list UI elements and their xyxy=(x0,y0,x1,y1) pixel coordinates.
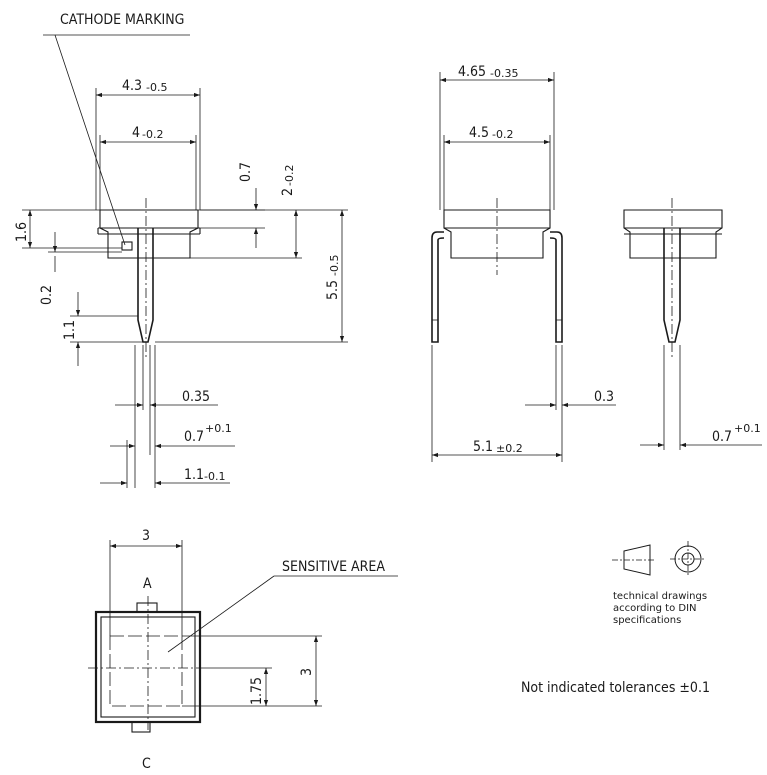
pin-0-7-value: 0.7 xyxy=(184,429,204,445)
dim-5-5-tol: -0.5 xyxy=(328,255,341,276)
top-view: A C 3 SENSITIVE AREA 3 1.75 xyxy=(88,528,398,772)
dim-2-tol: -0.2 xyxy=(283,165,296,186)
front-dim-4-5-value: 4.5 xyxy=(469,125,489,141)
front-lead-0-3-value: 0.3 xyxy=(594,389,614,405)
truncated-cone-icon xyxy=(623,544,651,576)
pin-0-7-tol: +0.1 xyxy=(205,422,232,435)
dim-1-1-value: 1.1 xyxy=(62,320,78,340)
dim-4-tol: -0.2 xyxy=(142,128,163,141)
front-lead-left xyxy=(431,231,445,343)
dim-4-value: 4 xyxy=(132,125,140,141)
sensitive-area-label: SENSITIVE AREA xyxy=(282,559,385,575)
dim-0-7-value: 0.7 xyxy=(238,162,254,182)
dim-0-2-value: 0.2 xyxy=(39,285,55,305)
cathode-notch xyxy=(121,241,133,251)
front-dim-4-65-value: 4.65 xyxy=(458,64,486,80)
pin-1-1-tol: -0.1 xyxy=(204,470,225,483)
sensitive-area-leader xyxy=(167,575,275,653)
front-dim-4-65-tol: -0.35 xyxy=(490,67,518,80)
front-dim-4-5-tol: -0.2 xyxy=(492,128,513,141)
end-lead-0-7-tol: +0.1 xyxy=(734,422,761,435)
pin-0-35-value: 0.35 xyxy=(182,389,210,405)
din-note-line-2: according to DIN xyxy=(613,603,697,614)
anode-tab xyxy=(136,602,158,613)
front-span-5-1-tol: ±0.2 xyxy=(496,442,523,455)
cathode-marking-leader xyxy=(54,34,126,246)
front-body-outline xyxy=(443,209,551,259)
dim-4-3-value: 4.3 xyxy=(122,78,142,94)
dim-4-3-tol: -0.5 xyxy=(146,81,167,94)
top-offset-1-75-value: 1.75 xyxy=(249,677,265,705)
dim-1-6-value: 1.6 xyxy=(14,222,30,242)
din-note-line-3: specifications xyxy=(613,615,681,626)
dim-2-value: 2 xyxy=(280,188,296,196)
end-body-outline xyxy=(623,209,723,259)
front-lead-right xyxy=(549,231,563,343)
top-width-3-value: 3 xyxy=(142,528,150,544)
top-height-3-value: 3 xyxy=(299,668,315,676)
din-note-line-1: technical drawings xyxy=(613,591,707,602)
end-view: 0.7 +0.1 xyxy=(623,198,762,450)
front-view: 4.65 -0.35 4.5 -0.2 0.3 5.1 ±0.2 xyxy=(431,64,616,462)
cathode-tab xyxy=(131,721,151,733)
side-view: CATHODE MARKING 4.3 -0.5 4 -0.2 xyxy=(14,12,348,488)
sensitive-area-outline xyxy=(109,635,183,707)
anode-label: A xyxy=(143,576,152,592)
cathode-label: C xyxy=(142,756,151,772)
projection-symbol: technical drawings according to DIN spec… xyxy=(612,541,707,626)
pin-1-1-value: 1.1 xyxy=(184,467,204,483)
cathode-marking-label: CATHODE MARKING xyxy=(60,12,184,28)
side-pin xyxy=(137,228,154,343)
front-span-5-1-value: 5.1 xyxy=(473,439,493,455)
tolerance-note: Not indicated tolerances ±0.1 xyxy=(521,680,710,696)
dim-5-5-value: 5.5 xyxy=(325,280,341,300)
end-lead-0-7-value: 0.7 xyxy=(712,429,732,445)
